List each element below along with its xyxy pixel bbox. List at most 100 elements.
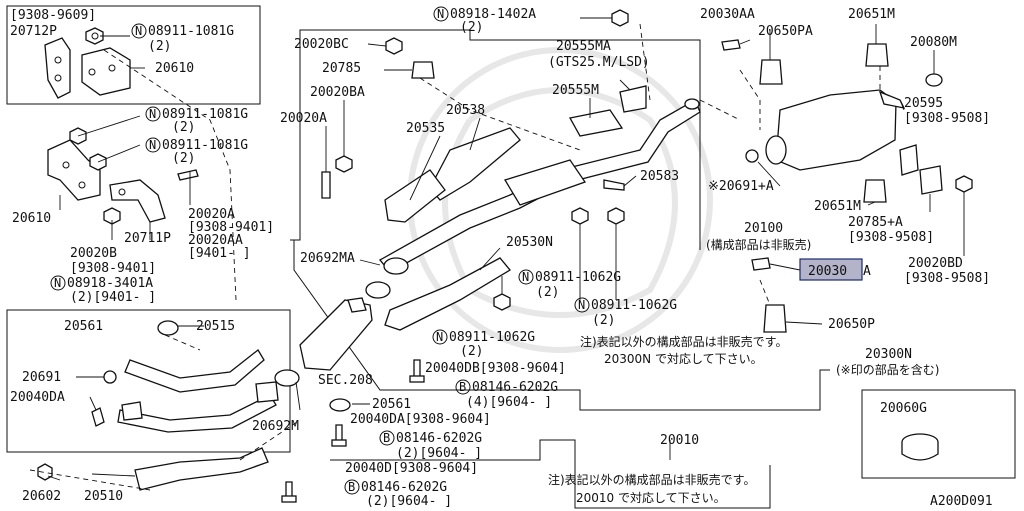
muffler-20100[interactable] bbox=[765, 89, 906, 171]
label-20650PA[interactable]: 20650PA bbox=[758, 24, 813, 39]
label-08918-1402A[interactable]: 08918-1402A bbox=[450, 7, 536, 22]
label-20530N[interactable]: 20530N bbox=[506, 235, 553, 250]
bracket-20595[interactable] bbox=[899, 144, 919, 176]
nut-20020BA[interactable] bbox=[335, 155, 353, 173]
gasket-20692M[interactable] bbox=[274, 369, 300, 387]
label-08146-6202G-c[interactable]: 08146-6202G bbox=[361, 480, 447, 495]
bracket-20610-upper[interactable] bbox=[81, 47, 131, 96]
label-20040DA[interactable]: 20040DA bbox=[10, 390, 65, 405]
label-08911-1062G-a[interactable]: 08911-1062G bbox=[535, 270, 621, 285]
heat-shield-20510[interactable] bbox=[134, 447, 269, 491]
label-20515[interactable]: 20515 bbox=[196, 319, 235, 334]
label-20691[interactable]: 20691 bbox=[22, 370, 61, 385]
bolt-20040D[interactable] bbox=[281, 481, 297, 503]
hanger-20785[interactable] bbox=[411, 61, 435, 79]
label-20040D[interactable]: 20040D[9308-9604] bbox=[345, 461, 478, 476]
label-08911-1081G-b[interactable]: 08911-1081G bbox=[162, 107, 248, 122]
label-08911-1062G-b[interactable]: 08911-1062G bbox=[591, 298, 677, 313]
label-20100[interactable]: 20100 bbox=[744, 221, 783, 236]
label-20020A[interactable]: 20020A bbox=[188, 207, 235, 222]
center-pipe-20555M[interactable] bbox=[379, 98, 701, 273]
heat-shield-20535[interactable] bbox=[384, 169, 446, 223]
hanger-20651M-a[interactable] bbox=[865, 43, 889, 67]
label-20020B[interactable]: 20020B bbox=[70, 246, 117, 261]
label-08146-6202G-a[interactable]: 08146-6202G bbox=[472, 380, 558, 395]
label-20651M-b[interactable]: 20651M bbox=[814, 199, 861, 214]
label-20561-b[interactable]: 20561 bbox=[372, 397, 411, 412]
label-20535[interactable]: 20535 bbox=[406, 121, 445, 136]
label-20020BC[interactable]: 20020BC bbox=[294, 37, 349, 52]
tail-tip-20080M[interactable] bbox=[925, 73, 943, 87]
label-20691A[interactable]: ※20691+A bbox=[708, 179, 774, 194]
label-20555MA[interactable]: 20555MA bbox=[556, 39, 611, 54]
bracket-20711P[interactable] bbox=[109, 179, 166, 223]
catalytic-converter[interactable] bbox=[299, 297, 373, 371]
label-20080M[interactable]: 20080M bbox=[910, 35, 957, 50]
label-20610-a[interactable]: 20610 bbox=[155, 61, 194, 76]
clamp-20561-b[interactable] bbox=[329, 398, 351, 412]
gasket-20692MA[interactable] bbox=[365, 257, 409, 299]
label-20020A-b[interactable]: 20020A bbox=[280, 111, 327, 126]
label-08911-1081G-c[interactable]: 08911-1081G bbox=[162, 138, 248, 153]
bolt-20040DA-a[interactable] bbox=[91, 407, 105, 427]
hanger-20650P[interactable] bbox=[763, 304, 787, 333]
label-08911-1062G-c[interactable]: 08911-1062G bbox=[449, 330, 535, 345]
label-08918-3401A[interactable]: 08918-3401A bbox=[67, 276, 153, 291]
nut-icon bbox=[611, 9, 629, 27]
label-08911-1081G-a[interactable]: 08911-1081G bbox=[148, 24, 234, 39]
label-20555M[interactable]: 20555M bbox=[552, 83, 599, 98]
bolt-20030AA[interactable] bbox=[721, 39, 741, 51]
label-20060G[interactable]: 20060G bbox=[880, 401, 927, 416]
sensor-20583[interactable] bbox=[603, 179, 625, 191]
flange-gasket[interactable] bbox=[121, 381, 279, 421]
nut-20020BC[interactable] bbox=[385, 37, 403, 55]
label-20711P[interactable]: 20711P bbox=[124, 231, 171, 246]
heat-shield-20530N[interactable] bbox=[384, 257, 511, 331]
nut-symbol-icon bbox=[518, 269, 534, 285]
label-sec-208[interactable]: SEC.208 bbox=[318, 373, 373, 388]
label-08146-6202G-b[interactable]: 08146-6202G bbox=[396, 431, 482, 446]
heat-shield-20555M[interactable] bbox=[568, 109, 624, 137]
bolt-20040DB[interactable] bbox=[409, 359, 425, 383]
hanger-20785A[interactable] bbox=[919, 165, 943, 195]
hanger-20650PA[interactable] bbox=[759, 59, 783, 85]
label-20020BD[interactable]: 20020BD bbox=[908, 256, 963, 271]
stud-20020A-b[interactable] bbox=[321, 171, 331, 199]
heat-shield-20555MA[interactable] bbox=[619, 85, 647, 113]
label-20040DA-b[interactable]: 20040DA[9308-9604] bbox=[350, 412, 491, 427]
label-20538[interactable]: 20538 bbox=[446, 103, 485, 118]
bolt-20040DA[interactable] bbox=[331, 424, 347, 447]
label-20692MA[interactable]: 20692MA bbox=[300, 251, 355, 266]
label-20300N[interactable]: 20300N bbox=[865, 347, 912, 362]
label-20712P[interactable]: 20712P bbox=[10, 24, 57, 39]
label-20692M[interactable]: 20692M bbox=[252, 419, 299, 434]
label-20785[interactable]: 20785 bbox=[322, 61, 361, 76]
label-20561-a[interactable]: 20561 bbox=[64, 319, 103, 334]
stud-20020A[interactable] bbox=[177, 169, 199, 181]
label-20650P[interactable]: 20650P bbox=[828, 317, 875, 332]
label-20602[interactable]: 20602 bbox=[22, 489, 61, 504]
bolt-20030A[interactable] bbox=[751, 257, 771, 271]
label-20785A[interactable]: 20785+A bbox=[848, 215, 903, 230]
label-20610-b[interactable]: 20610 bbox=[12, 211, 51, 226]
label-20040DB[interactable]: 20040DB[9308-9604] bbox=[425, 361, 566, 376]
label-20510[interactable]: 20510 bbox=[84, 489, 123, 504]
bracket-20610-lower[interactable] bbox=[47, 139, 101, 201]
grommet-20691[interactable] bbox=[103, 370, 117, 384]
hanger-20651M-b[interactable] bbox=[863, 179, 887, 203]
bracket-20712P[interactable] bbox=[44, 37, 71, 99]
label-20020BA[interactable]: 20020BA bbox=[310, 85, 365, 100]
label-20010[interactable]: 20010 bbox=[660, 433, 699, 448]
label-20020AA[interactable]: 20020AA bbox=[188, 233, 243, 248]
label-20583[interactable]: 20583 bbox=[640, 169, 679, 184]
plug-20060G[interactable] bbox=[901, 433, 939, 461]
label-20595[interactable]: 20595 bbox=[904, 96, 943, 111]
label-20020BD-range: [9308-9508] bbox=[904, 271, 990, 286]
nut-20020BD[interactable] bbox=[955, 175, 973, 193]
grommet-20691A[interactable] bbox=[745, 149, 759, 163]
label-20030AA[interactable]: 20030AA bbox=[700, 7, 755, 22]
front-pipe-20515[interactable] bbox=[117, 349, 277, 433]
label-20030[interactable]: 20030 bbox=[808, 264, 847, 279]
clamp-20561-a[interactable] bbox=[157, 320, 179, 336]
label-20651M-a[interactable]: 20651M bbox=[848, 7, 895, 22]
